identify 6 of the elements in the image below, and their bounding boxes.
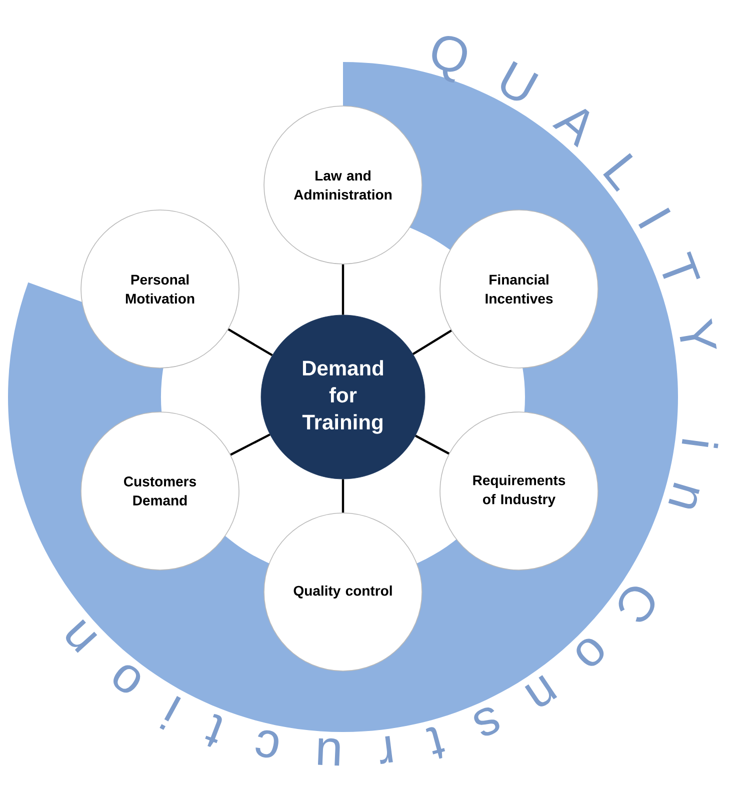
connector-line (342, 479, 344, 513)
connector-line (342, 264, 344, 315)
connector-line (414, 434, 450, 455)
connector-line (230, 434, 270, 456)
connector-line (228, 328, 273, 356)
connector-line (412, 330, 452, 355)
